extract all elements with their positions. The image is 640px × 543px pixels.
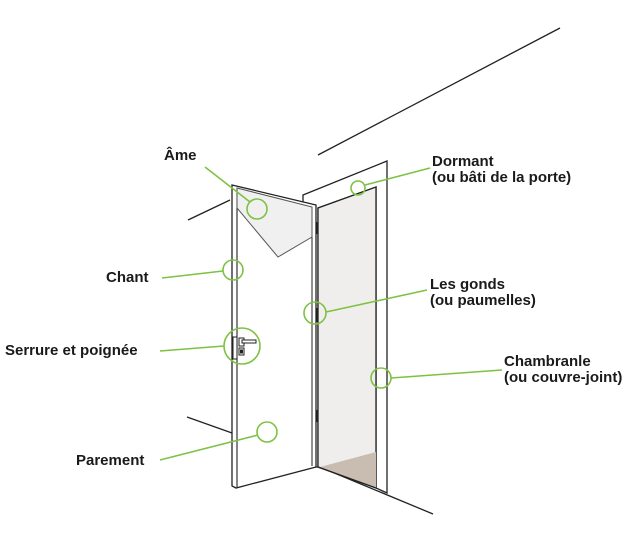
label-serrure: Serrure et poignée xyxy=(5,343,138,359)
wall-ceiling-line xyxy=(317,27,561,156)
label-ame-text: Âme xyxy=(164,147,197,164)
wall-ceiling-line-left xyxy=(187,199,231,221)
label-gonds: Les gonds(ou paumelles) xyxy=(430,277,536,309)
label-serrure-text: Serrure et poignée xyxy=(5,342,138,359)
label-chant: Chant xyxy=(106,270,149,286)
label-gonds-line2: (ou paumelles) xyxy=(430,292,536,309)
wall-floor-line-left xyxy=(186,416,233,434)
dormant-marker xyxy=(350,180,366,196)
floor xyxy=(320,452,376,488)
label-gonds-line1: Les gonds xyxy=(430,276,506,293)
label-chambranle-line2: (ou couvre-joint) xyxy=(504,369,623,386)
label-chambranle-line1: Chambranle xyxy=(504,353,591,370)
label-dormant: Dormant(ou bâti de la porte) xyxy=(432,154,571,186)
door-leaf xyxy=(231,184,317,489)
handle-icon xyxy=(232,336,257,360)
label-chambranle: Chambranle(ou couvre-joint) xyxy=(504,354,622,386)
chant-marker xyxy=(222,259,244,281)
door-opening xyxy=(317,186,377,489)
label-parement-text: Parement xyxy=(76,452,145,469)
callouts xyxy=(159,166,503,461)
label-dormant-line1: Dormant xyxy=(432,153,494,170)
label-ame: Âme xyxy=(164,148,197,164)
serrure-marker xyxy=(223,327,261,365)
ame-marker xyxy=(246,198,268,220)
door-core xyxy=(236,187,313,258)
label-chant-text: Chant xyxy=(106,269,149,286)
gonds-marker xyxy=(303,301,327,325)
parement-marker xyxy=(256,421,278,443)
label-dormant-line2: (ou bâti de la porte) xyxy=(432,169,572,186)
chambranle-marker xyxy=(370,367,392,389)
label-parement: Parement xyxy=(76,453,144,469)
